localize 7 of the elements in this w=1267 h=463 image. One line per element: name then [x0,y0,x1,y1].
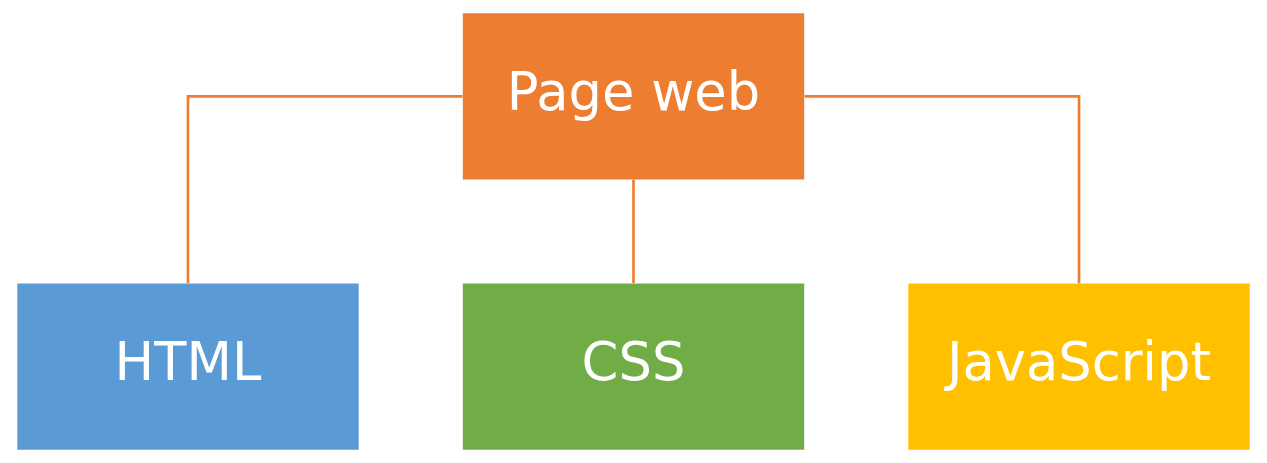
connector [804,95,1081,284]
node-box: JavaScript [908,283,1250,450]
node-box: CSS [462,283,805,450]
connector [632,179,635,284]
node-box: HTML [17,283,359,450]
node-box: Page web [462,13,805,180]
connector [186,95,463,284]
